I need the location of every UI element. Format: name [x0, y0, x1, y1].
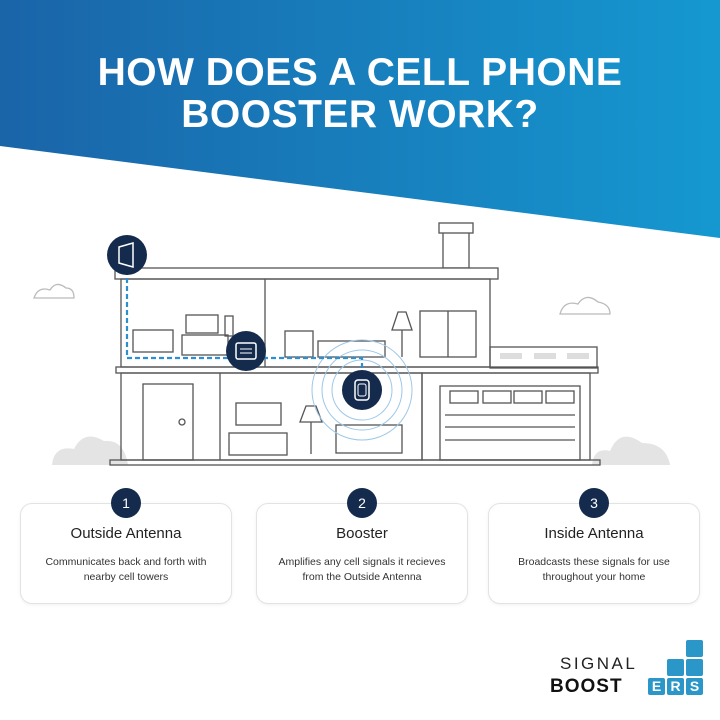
outside-antenna-icon	[107, 235, 147, 275]
title-line-2: BOOSTER WORK?	[181, 93, 539, 136]
inside-antenna-icon	[342, 370, 382, 410]
signal-boosters-logo: SIGNAL BOOST E R S	[548, 640, 708, 700]
step-card-outside-antenna: 1 Outside Antenna Communicates back and …	[20, 488, 232, 604]
title-line-1: HOW DOES A CELL PHONE	[97, 51, 623, 94]
page-title: HOW DOES A CELL PHONE BOOSTER WORK?	[0, 52, 720, 136]
booster-icon	[226, 331, 266, 371]
cloud	[33, 283, 75, 299]
step-card-inside-antenna: 3 Inside Antenna Broadcasts these signal…	[488, 488, 700, 604]
step-description: Broadcasts these signals for use through…	[518, 556, 670, 583]
logo-square	[686, 640, 703, 657]
logo-square	[686, 659, 703, 676]
cloud	[592, 436, 670, 465]
step-title: Outside Antenna	[70, 525, 182, 542]
cloud	[559, 296, 611, 315]
logo-letter: S	[686, 678, 703, 695]
step-description: Amplifies any cell signals it recieves f…	[278, 556, 446, 583]
step-card-booster: 2 Booster Amplifies any cell signals it …	[256, 488, 468, 604]
logo-square	[667, 659, 684, 676]
step-title: Booster	[336, 525, 388, 542]
logo-line-1: SIGNAL	[560, 654, 638, 673]
logo-letter: R	[667, 678, 684, 695]
step-description: Communicates back and forth with nearby …	[45, 556, 207, 583]
header-banner	[0, 0, 720, 238]
cloud	[52, 436, 128, 465]
logo-letter: E	[648, 678, 665, 695]
signal-cable	[125, 262, 364, 372]
logo-line-2: BOOST	[550, 676, 623, 697]
step-number: 1	[111, 488, 141, 518]
signal-waves	[311, 339, 413, 441]
step-title: Inside Antenna	[544, 525, 644, 542]
step-number: 3	[579, 488, 609, 518]
step-number: 2	[347, 488, 377, 518]
